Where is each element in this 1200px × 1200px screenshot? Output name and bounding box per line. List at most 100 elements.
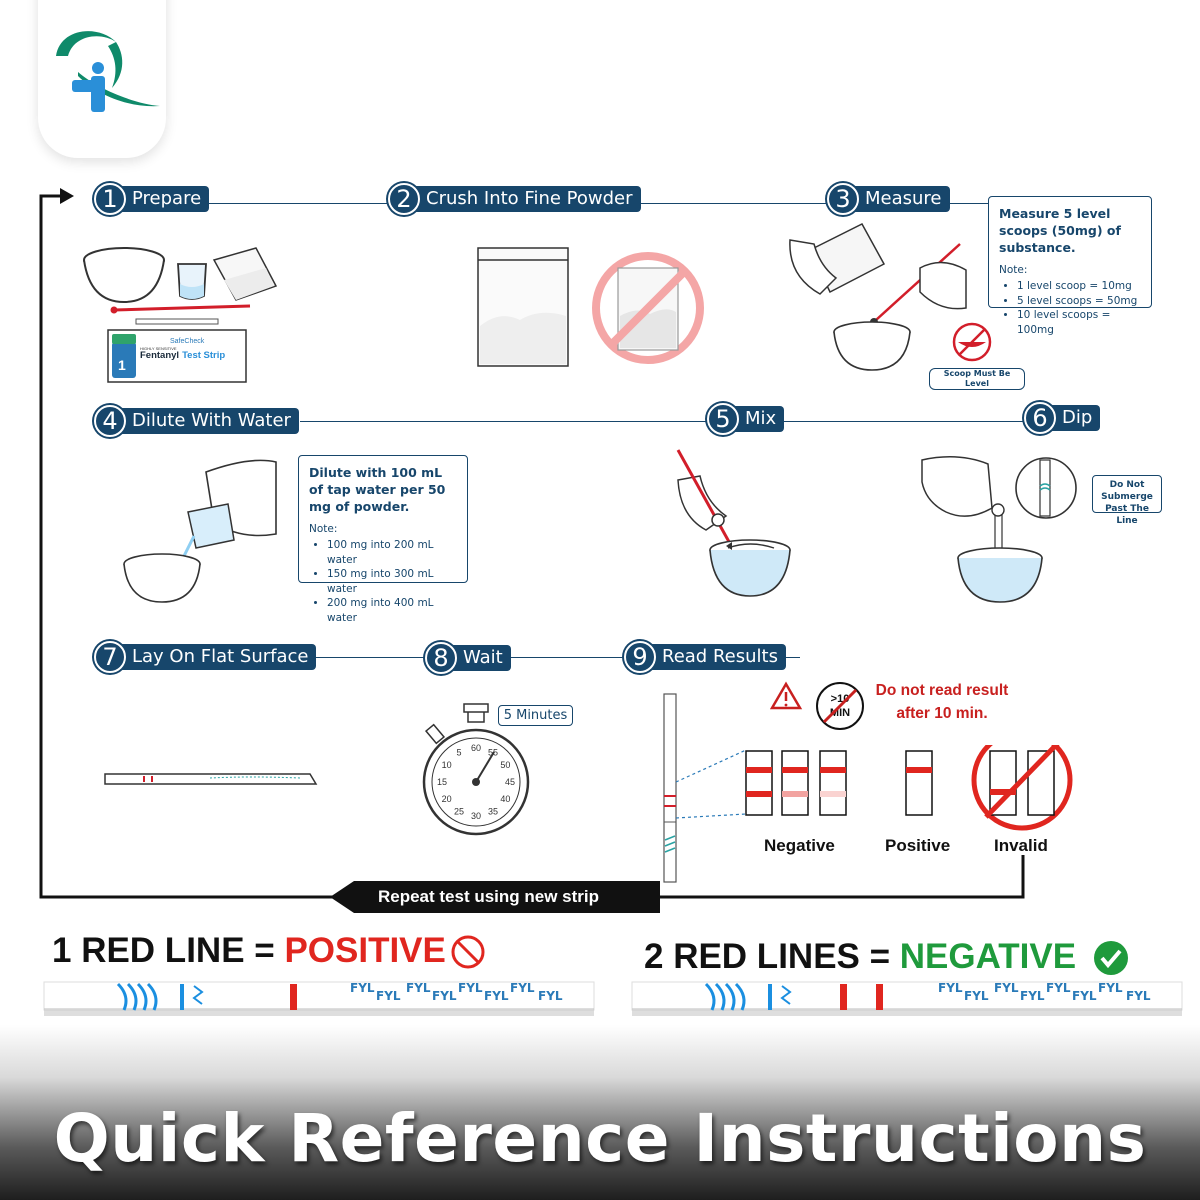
dial-number: 25 (454, 806, 464, 816)
list-item: 10 level scoops = 100mg (1017, 308, 1141, 337)
list-item: 5 level scoops = 50mg (1017, 294, 1141, 309)
svg-text:FYL: FYL (1020, 989, 1045, 1003)
result-positive-label: Positive (885, 836, 951, 855)
package-count: 1 (118, 357, 126, 373)
dial-number: 30 (471, 811, 481, 821)
warning-triangle-icon (770, 681, 803, 710)
result-invalid-label: Invalid (994, 836, 1048, 855)
repeat-arrow-shape (330, 881, 660, 913)
step-5-header: 5 Mix (707, 403, 785, 435)
result-windows-illustration (745, 745, 1073, 831)
logo-card (38, 0, 166, 158)
check-circle-icon (1094, 941, 1128, 975)
step-4-header: 4 Dilute With Water (94, 405, 299, 437)
read-warning: Do not read result after 10 min. (862, 679, 1022, 725)
step-label: Wait (447, 645, 511, 671)
scoop-caption: Scoop Must Be Level (929, 368, 1025, 390)
step-number: 7 (94, 641, 126, 673)
package-name-1: Fentanyl (140, 350, 179, 361)
svg-text:FYL: FYL (1098, 981, 1123, 995)
dip-strip-illustration (921, 456, 1077, 603)
measure-note-list: 1 level scoop = 10mg 5 level scoops = 50… (999, 279, 1141, 337)
footer-title: Quick Reference Instructions (53, 1100, 1147, 1177)
step-number: 9 (624, 641, 656, 673)
svg-text:FYL: FYL (538, 989, 563, 1003)
read-warning-line2: after 10 min. (896, 705, 988, 722)
repeat-test-label: Repeat test using new strip (377, 887, 600, 906)
svg-text:FYL: FYL (458, 981, 483, 995)
svg-text:FYL: FYL (994, 981, 1019, 995)
dial-number: 5 (456, 748, 461, 758)
banner-negative-heading: 2 RED LINES = NEGATIVE (644, 937, 1076, 977)
dial-number: 15 (437, 777, 447, 787)
step-number: 2 (388, 183, 420, 215)
dial-number: 60 (471, 743, 481, 753)
package-brand: SafeCheck (170, 338, 205, 345)
step-number: 3 (827, 183, 859, 215)
banner-negative-prefix: 2 RED LINES = (644, 937, 891, 976)
svg-text:FYL: FYL (350, 981, 375, 995)
dilute-info-head: Dilute with 100 mL of tap water per 50 m… (309, 465, 446, 514)
dial-number: 20 (442, 794, 452, 804)
flat-strip-illustration (104, 773, 318, 785)
row3-connector (310, 657, 800, 658)
svg-text:FYL: FYL (1126, 989, 1151, 1003)
step-number: 6 (1024, 402, 1056, 434)
svg-text:FYL: FYL (510, 981, 535, 995)
svg-text:FYL: FYL (964, 989, 989, 1003)
result-negative-label: Negative (764, 836, 835, 855)
svg-text:FYL: FYL (432, 989, 457, 1003)
list-item: 100 mg into 200 mL water (327, 538, 457, 567)
banner-positive-heading: 1 RED LINE = POSITIVE (52, 931, 446, 971)
measure-scoop-illustration (789, 223, 992, 371)
svg-text:FYL: FYL (484, 989, 509, 1003)
dip-warning-box: Do Not Submerge Past The Line (1092, 475, 1162, 526)
dilute-water-illustration (123, 459, 277, 603)
banner-negative-word: NEGATIVE (899, 937, 1077, 976)
step-label: Measure (849, 186, 950, 212)
measure-info-box: Measure 5 level scoops (50mg) of substan… (988, 196, 1152, 336)
step-8-header: 8 Wait (425, 642, 511, 674)
dial-number: 10 (442, 760, 452, 770)
step-3-header: 3 Measure (827, 183, 950, 215)
prohibited-icon (451, 935, 485, 969)
no-timer-icon: >10 MIN (816, 682, 864, 730)
step-number: 8 (425, 642, 457, 674)
step-label: Lay On Flat Surface (116, 644, 317, 670)
dilute-note-list: 100 mg into 200 mL water 150 mg into 300… (309, 538, 457, 625)
step-label: Read Results (646, 644, 786, 670)
step-7-header: 7 Lay On Flat Surface (94, 641, 317, 673)
step-2-header: 2 Crush Into Fine Powder (388, 183, 641, 215)
dial-number: 40 (500, 794, 510, 804)
dial-number: 50 (500, 760, 510, 770)
package-name-2: Test Strip (182, 350, 225, 361)
list-item: 150 mg into 300 mL water (327, 567, 457, 596)
step-label: Dip (1046, 405, 1101, 431)
list-item: 1 level scoop = 10mg (1017, 279, 1141, 294)
dial-number: 35 (488, 806, 498, 816)
step-number: 5 (707, 403, 739, 435)
mix-illustration (676, 449, 791, 597)
stopwatch-icon: 60555045403530252015105 (422, 703, 530, 836)
step-9-header: 9 Read Results (624, 641, 786, 673)
measure-info-head: Measure 5 level scoops (50mg) of substan… (999, 206, 1121, 255)
step-label: Dilute With Water (116, 408, 299, 434)
measure-note-label: Note: (999, 264, 1028, 276)
step-number: 4 (94, 405, 126, 437)
banner-positive-word: POSITIVE (284, 931, 446, 970)
banner-positive-prefix: 1 RED LINE = (52, 931, 275, 970)
svg-text:FYL: FYL (1046, 981, 1071, 995)
svg-text:FYL: FYL (406, 981, 431, 995)
step-6-header: 6 Dip (1024, 402, 1101, 434)
dilute-note-label: Note: (309, 523, 338, 535)
vertical-strip-illustration (663, 693, 747, 883)
svg-text:FYL: FYL (1072, 989, 1097, 1003)
svg-text:FYL: FYL (938, 981, 963, 995)
logo-icon (56, 31, 160, 112)
